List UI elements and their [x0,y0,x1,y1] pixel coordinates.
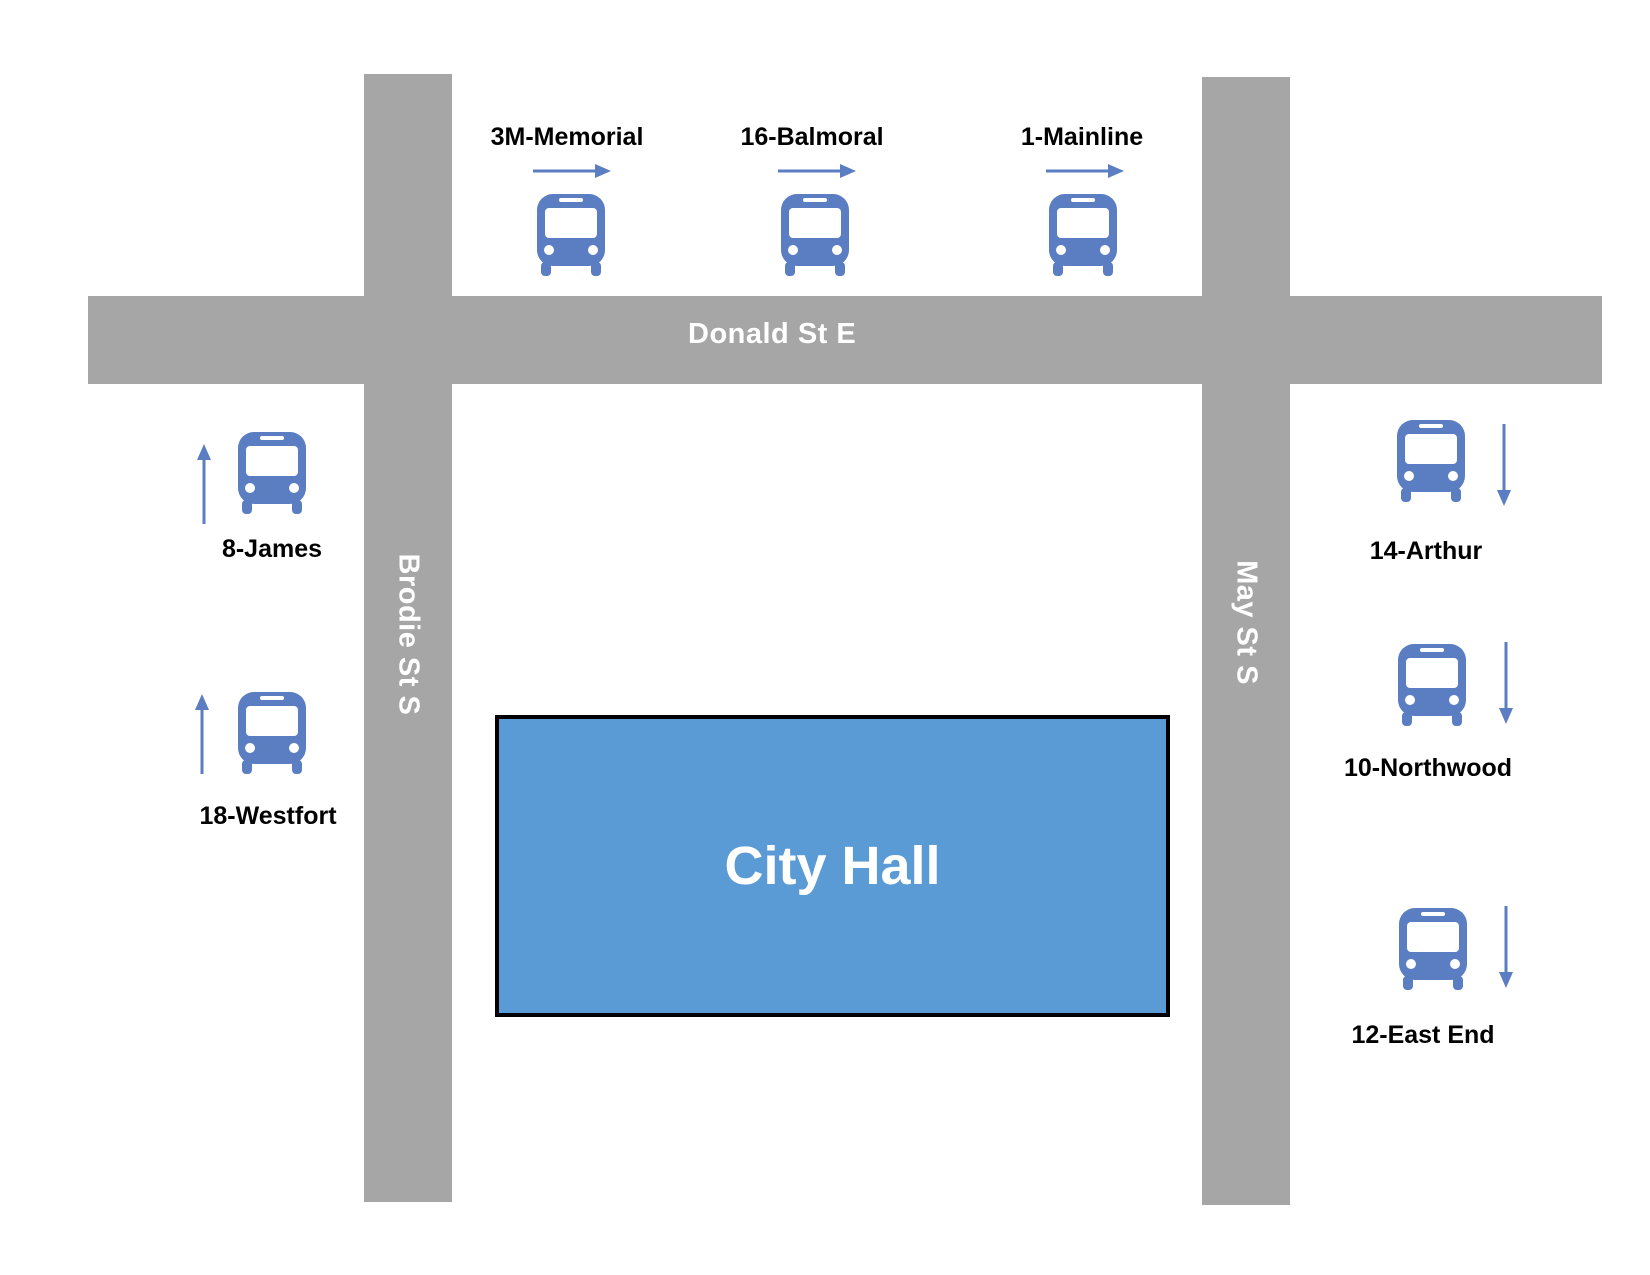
city-hall-building[interactable]: City Hall [495,715,1170,1017]
arrow-up-icon [196,444,212,524]
bus-icon[interactable] [234,686,310,776]
arrow-down-icon [1498,906,1514,990]
bus-icon[interactable] [777,188,853,278]
bus-icon[interactable] [234,426,310,516]
arrow-down-icon [1498,642,1514,726]
arrow-right-icon [533,163,613,179]
bus-icon[interactable] [1393,414,1469,504]
route-label-16-balmoral: 16-Balmoral [740,123,884,151]
road-donald-st-e [88,296,1602,384]
arrow-right-icon [778,163,858,179]
road-may-st-s [1202,77,1290,1205]
bus-icon[interactable] [1394,638,1470,728]
arrow-up-icon [194,694,210,774]
route-label-14-arthur: 14-Arthur [1369,537,1483,565]
road-label-may-st-s: May St S [1230,560,1263,685]
road-label-brodie-st-s: Brodie St S [392,553,425,716]
bus-icon[interactable] [1045,188,1121,278]
route-label-18-westfort: 18-Westfort [199,802,337,830]
city-hall-label: City Hall [724,836,941,896]
arrow-right-icon [1046,163,1126,179]
bus-icon[interactable] [533,188,609,278]
route-label-10-northwood: 10-Northwood [1343,754,1513,782]
bus-icon[interactable] [1395,902,1471,992]
road-label-donald-st-e: Donald St E [688,318,857,350]
route-label-12-east-end: 12-East End [1351,1021,1495,1049]
route-label-3m-memorial: 3M-Memorial [490,123,644,151]
route-label-1-mainline: 1-Mainline [1020,123,1144,151]
arrow-down-icon [1496,424,1512,508]
road-brodie-st-s [364,74,452,1202]
route-label-8-james: 8-James [221,535,323,563]
